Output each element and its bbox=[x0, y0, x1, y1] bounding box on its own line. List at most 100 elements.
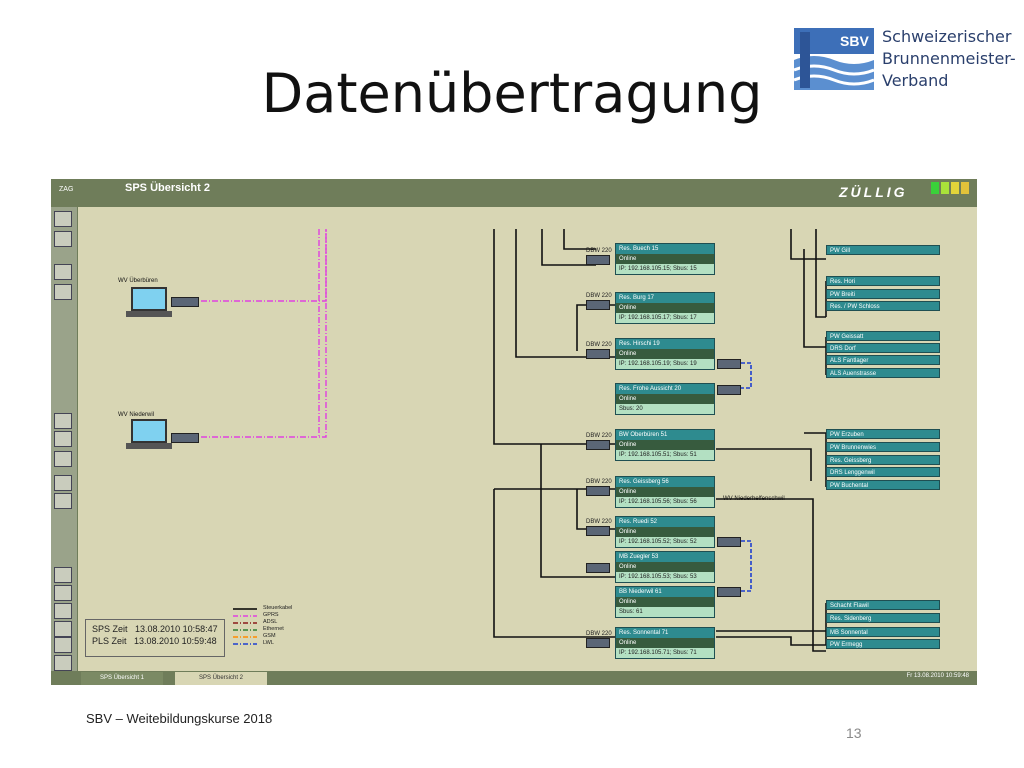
modem-icon[interactable] bbox=[717, 385, 741, 395]
tools-icon[interactable] bbox=[54, 567, 72, 583]
station-info: IP: 192.168.105.71; Sbus: 71 bbox=[616, 648, 714, 658]
station-box[interactable]: Res. Ruedi 52 Online IP: 192.168.105.52;… bbox=[615, 516, 715, 548]
right-station[interactable]: PW Buchental bbox=[826, 480, 940, 490]
chart-icon[interactable] bbox=[54, 585, 72, 601]
modem-icon[interactable] bbox=[586, 300, 610, 310]
modem-icon[interactable] bbox=[586, 486, 610, 496]
dbw-label: DBW 220 bbox=[586, 479, 612, 485]
logo-line-2: Brunnenmeister- bbox=[882, 49, 1016, 68]
station-box[interactable]: Res. Frohe Aussicht 20 Online Sbus: 20 bbox=[615, 383, 715, 415]
network-icon[interactable] bbox=[54, 475, 72, 491]
station-name: MB Zuegler 53 bbox=[616, 552, 714, 562]
station-name: Res. Geissberg 56 bbox=[616, 477, 714, 487]
station-name: Res. Hirschi 19 bbox=[616, 339, 714, 349]
tab-sps-uebersicht-2[interactable]: SPS Übersicht 2 bbox=[175, 672, 267, 685]
station-name: BW Oberbüren 51 bbox=[616, 430, 714, 440]
sbv-logo-icon: SBV bbox=[793, 26, 875, 90]
tab-sps-uebersicht-1[interactable]: SPS Übersicht 1 bbox=[81, 672, 163, 685]
modem-icon[interactable] bbox=[586, 563, 610, 573]
right-station[interactable]: Res. Geissberg bbox=[826, 455, 940, 465]
modem-icon[interactable] bbox=[586, 638, 610, 648]
slide-footer: SBV – Weitebildungskurse 2018 bbox=[86, 711, 273, 726]
right-station[interactable]: PW Ermegg bbox=[826, 639, 940, 649]
led-indicator-icon bbox=[941, 182, 949, 194]
modem-icon[interactable] bbox=[586, 526, 610, 536]
modem-icon[interactable] bbox=[586, 255, 610, 265]
legend-item: LWL bbox=[263, 640, 274, 646]
right-station[interactable]: Res. Hori bbox=[826, 276, 940, 286]
laptop-icon[interactable] bbox=[131, 419, 167, 443]
modem-icon[interactable] bbox=[717, 537, 741, 547]
modem-icon[interactable] bbox=[717, 587, 741, 597]
right-station[interactable]: DRS Lenggenwil bbox=[826, 467, 940, 477]
sbv-logo: SBV Schweizerischer Brunnenmeister- Verb… bbox=[793, 26, 1016, 92]
laptop-base bbox=[126, 311, 172, 317]
legend-item: ADSL bbox=[263, 619, 278, 625]
print-icon[interactable] bbox=[54, 637, 72, 653]
station-status: Online bbox=[616, 562, 714, 572]
legend-item: Steuerkabel bbox=[263, 605, 293, 611]
modem-icon[interactable] bbox=[171, 297, 199, 307]
sps-zeit-value: 13.08.2010 10:58:47 bbox=[135, 624, 218, 634]
right-station[interactable]: Res. Sidenberg bbox=[826, 613, 940, 623]
right-station[interactable]: ALS Fantlager bbox=[826, 355, 940, 365]
exit-icon[interactable] bbox=[54, 655, 72, 671]
station-box[interactable]: MB Zuegler 53 Online IP: 192.168.105.53;… bbox=[615, 551, 715, 583]
station-box[interactable]: BW Oberbüren 51 Online IP: 192.168.105.5… bbox=[615, 429, 715, 461]
scada-title: SPS Übersicht 2 bbox=[125, 182, 210, 194]
user-icon[interactable] bbox=[54, 264, 72, 280]
graph-icon[interactable] bbox=[54, 621, 72, 637]
modem-icon[interactable] bbox=[586, 440, 610, 450]
station-info: Sbus: 20 bbox=[616, 404, 714, 414]
folder-icon[interactable] bbox=[54, 451, 72, 467]
station-box[interactable]: Res. Burg 17 Online IP: 192.168.105.17; … bbox=[615, 292, 715, 324]
sps-zeit-label: SPS Zeit bbox=[92, 624, 128, 634]
pls-zeit-value: 13.08.2010 10:59:48 bbox=[134, 636, 217, 646]
modem-icon[interactable] bbox=[171, 433, 199, 443]
dbw-label: DBW 220 bbox=[586, 433, 612, 439]
windows-icon[interactable] bbox=[54, 231, 72, 247]
station-box[interactable]: Res. Sonnental 71 Online IP: 192.168.105… bbox=[615, 627, 715, 659]
user-logout-icon[interactable] bbox=[54, 284, 72, 300]
wv-ueberbueren-label: WV Überbüren bbox=[118, 278, 158, 284]
slide-title: Datenübertragung bbox=[261, 62, 763, 125]
info-icon[interactable] bbox=[54, 211, 72, 227]
logo-line-3: Verband bbox=[882, 71, 949, 90]
right-station[interactable]: PW Brunnenwies bbox=[826, 442, 940, 452]
laptop-icon[interactable] bbox=[131, 287, 167, 311]
windows-layers-icon[interactable] bbox=[54, 431, 72, 447]
station-box[interactable]: Res. Hirschi 19 Online IP: 192.168.105.1… bbox=[615, 338, 715, 370]
station-name: Res. Frohe Aussicht 20 bbox=[616, 384, 714, 394]
station-name: Res. Ruedi 52 bbox=[616, 517, 714, 527]
gwy-icon[interactable] bbox=[54, 493, 72, 509]
right-station[interactable]: PW Breiti bbox=[826, 289, 940, 299]
trend-icon[interactable] bbox=[54, 413, 72, 429]
scada-toolbar bbox=[51, 207, 78, 671]
right-station[interactable]: Res. / PW Schloss bbox=[826, 301, 940, 311]
right-station[interactable]: MB Sonnental bbox=[826, 627, 940, 637]
right-station[interactable]: PW Erzuben bbox=[826, 429, 940, 439]
dbw-label: DBW 220 bbox=[586, 631, 612, 637]
right-station[interactable]: PW Gill bbox=[826, 245, 940, 255]
station-box[interactable]: Res. Geissberg 56 Online IP: 192.168.105… bbox=[615, 476, 715, 508]
right-station[interactable]: Schacht Flawil bbox=[826, 600, 940, 610]
logo-abbr: SBV bbox=[840, 33, 869, 49]
station-box[interactable]: Res. Buech 15 Online IP: 192.168.105.15;… bbox=[615, 243, 715, 275]
calendar-icon[interactable] bbox=[54, 603, 72, 619]
led-indicator-icon bbox=[931, 182, 939, 194]
station-box[interactable]: BB Niederwil 61 Online Sbus: 61 bbox=[615, 586, 715, 618]
dbw-label: DBW 220 bbox=[586, 519, 612, 525]
modem-icon[interactable] bbox=[717, 359, 741, 369]
station-name: BB Niederwil 61 bbox=[616, 587, 714, 597]
station-info: IP: 192.168.105.17; Sbus: 17 bbox=[616, 313, 714, 323]
time-box: SPS Zeit 13.08.2010 10:58:47 PLS Zeit 13… bbox=[85, 619, 225, 657]
station-status: Online bbox=[616, 254, 714, 264]
right-station[interactable]: PW Geissatt bbox=[826, 331, 940, 341]
logo-line-1: Schweizerischer bbox=[882, 27, 1012, 46]
station-info: IP: 192.168.105.51; Sbus: 51 bbox=[616, 450, 714, 460]
right-station[interactable]: DRS Dorf bbox=[826, 343, 940, 353]
station-status: Online bbox=[616, 349, 714, 359]
dbw-label: DBW 220 bbox=[586, 248, 612, 254]
right-station[interactable]: ALS Auenstrasse bbox=[826, 368, 940, 378]
modem-icon[interactable] bbox=[586, 349, 610, 359]
